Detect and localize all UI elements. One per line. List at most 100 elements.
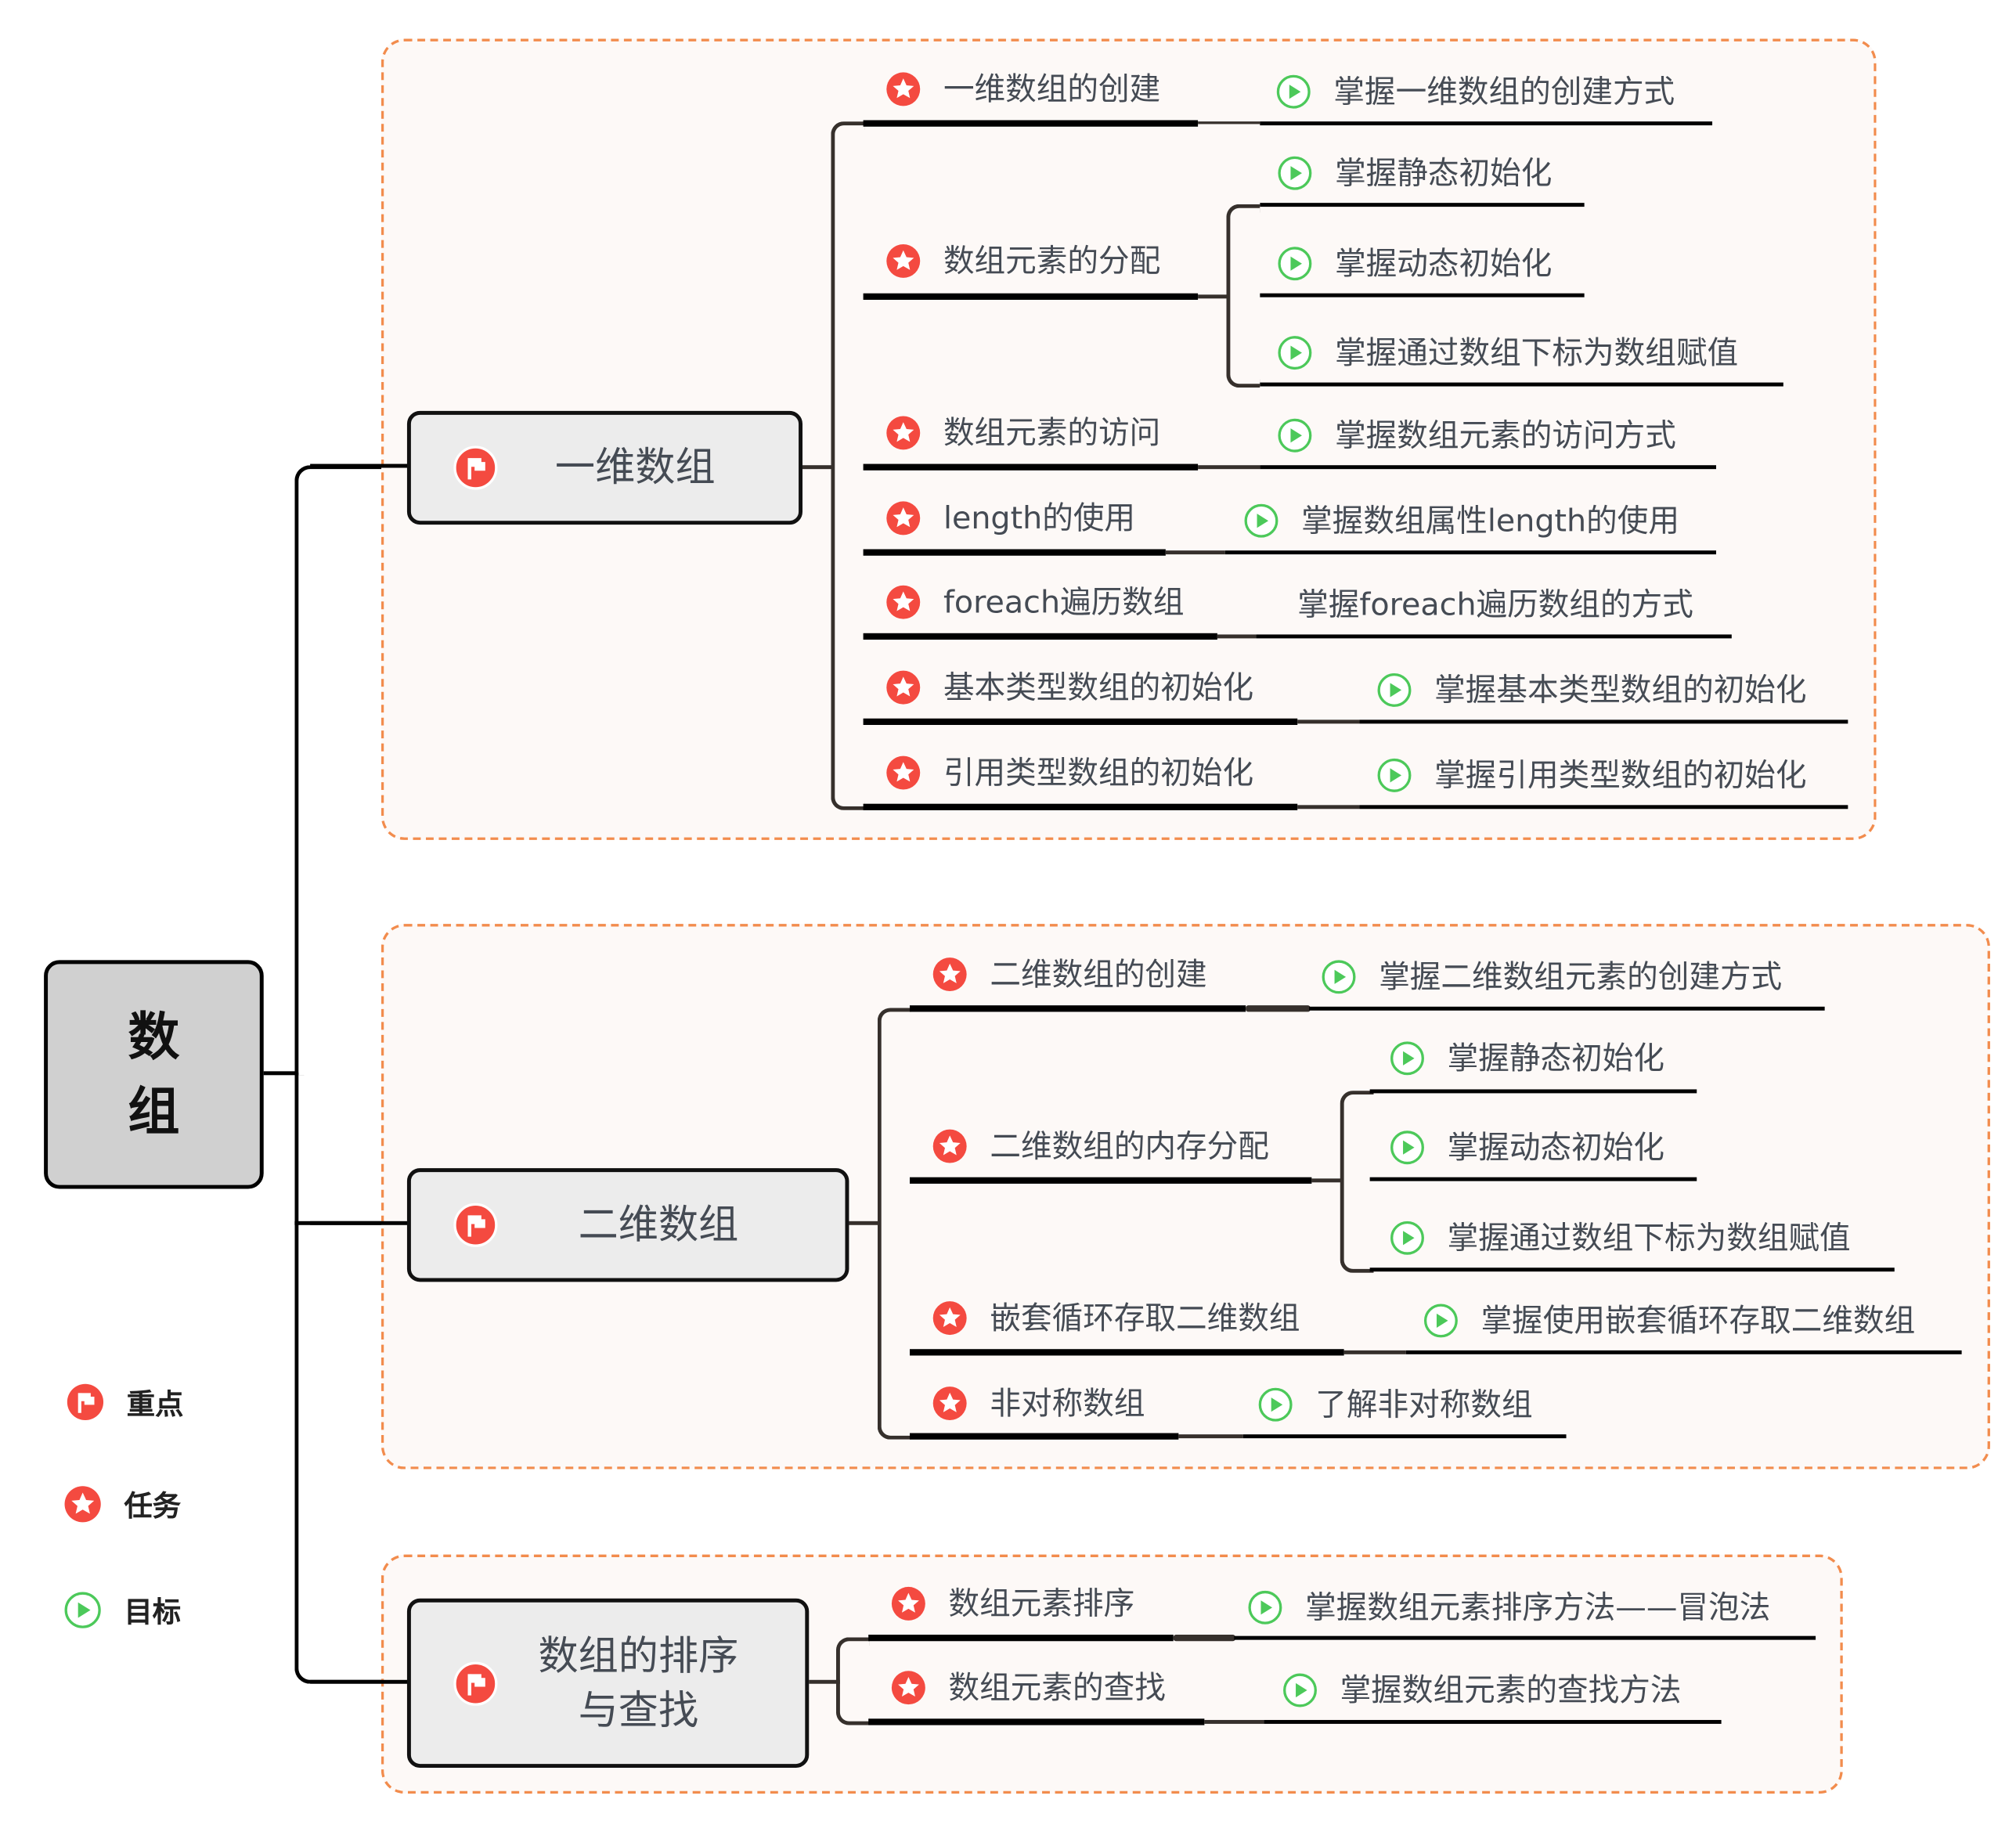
trunk-tick-3	[310, 1679, 411, 1684]
legend-item-key-point: 重点	[67, 1381, 184, 1423]
task-label[interactable]: length的使用	[943, 499, 1136, 536]
task-label[interactable]: 数组元素的查找	[948, 1669, 1166, 1706]
play-icon	[1278, 156, 1312, 190]
task-goal-connector	[1297, 719, 1360, 724]
task-underline	[863, 803, 1298, 810]
play-icon	[1283, 1673, 1317, 1707]
goal-underline	[1359, 719, 1848, 724]
task-label[interactable]: 基本类型数组的初始化	[943, 669, 1254, 706]
task-underline	[868, 1718, 1205, 1725]
goal-underline	[1260, 382, 1783, 387]
star-icon	[932, 957, 967, 992]
task-underline	[910, 1349, 1344, 1356]
task-label[interactable]: 非对称数组	[990, 1385, 1145, 1422]
task-label[interactable]: 数组元素的分配	[943, 243, 1161, 279]
task-goal-connector	[1246, 1005, 1311, 1012]
goal-label[interactable]: 掌握动态初始化	[1447, 1129, 1664, 1166]
task-goal-connector	[1217, 634, 1257, 639]
topic3-connector	[809, 1679, 840, 1684]
section1-inner-bracket	[1226, 204, 1260, 388]
goal-label[interactable]: 掌握一维数组的创建方式	[1333, 74, 1675, 110]
task-underline	[910, 1177, 1312, 1184]
star-icon	[886, 243, 921, 278]
star-icon	[891, 1586, 925, 1621]
task-goal-connector	[1198, 465, 1260, 470]
topic-node-one-dimensional[interactable]: 一维数组	[406, 410, 803, 525]
task-label[interactable]: 引用类型数组的初始化	[943, 754, 1254, 792]
goal-underline	[1359, 805, 1848, 810]
play-icon	[1423, 1304, 1458, 1338]
trunk-connector-mid	[263, 1071, 298, 1076]
goal-label[interactable]: 掌握二维数组元素的创建方式	[1379, 958, 1783, 995]
flag-icon	[453, 445, 498, 490]
task-underline	[910, 1005, 1246, 1012]
goal-underline	[1234, 1635, 1816, 1640]
goal-label[interactable]: 掌握数组元素的访问方式	[1335, 417, 1676, 454]
goal-label[interactable]: 掌握数组元素的查找方法	[1340, 1671, 1682, 1709]
legend-item-goal: 目标	[64, 1589, 182, 1631]
task-underline	[863, 293, 1199, 300]
task-underline	[863, 120, 1199, 127]
task-label[interactable]: 一维数组的创建	[943, 70, 1161, 107]
task-underline	[910, 1433, 1179, 1440]
goal-label[interactable]: 掌握通过数组下标为数组赋值	[1335, 334, 1739, 371]
task-underline	[868, 1635, 1174, 1642]
goal-underline	[1369, 1267, 1895, 1272]
task-underline	[863, 633, 1217, 640]
star-icon	[932, 1386, 967, 1421]
legend-label: 目标	[124, 1597, 182, 1630]
task-goal-connector	[1165, 550, 1225, 555]
goal-label[interactable]: 掌握静态初始化	[1335, 155, 1553, 192]
section1-bracket	[831, 121, 865, 810]
goal-underline	[1260, 465, 1716, 470]
star-icon	[886, 501, 921, 535]
goal-label[interactable]: 掌握通过数组下标为数组赋值	[1447, 1220, 1851, 1257]
play-icon	[64, 1592, 101, 1628]
goal-label[interactable]: 掌握数组元素排序方法——冒泡法	[1305, 1589, 1771, 1626]
task-label[interactable]: 数组元素排序	[948, 1585, 1135, 1622]
goal-label[interactable]: 掌握引用类型数组的初始化	[1434, 757, 1807, 794]
root-node[interactable]: 数组	[44, 960, 264, 1189]
goal-label[interactable]: 了解非对称数组	[1315, 1386, 1533, 1423]
task-goal-connector	[1204, 1719, 1264, 1724]
goal-underline	[1260, 121, 1713, 126]
play-icon	[1390, 1130, 1424, 1165]
root-label: 数组	[128, 1007, 180, 1142]
goal-underline	[1260, 203, 1585, 207]
goal-label[interactable]: 掌握foreach遍历数组的方式	[1297, 586, 1693, 623]
task-label[interactable]: foreach遍历数组	[943, 584, 1185, 621]
flag-icon	[453, 1661, 498, 1705]
goal-label[interactable]: 掌握基本类型数组的初始化	[1434, 672, 1807, 709]
flag-icon	[67, 1383, 104, 1421]
star-icon	[886, 755, 921, 790]
task-label[interactable]: 数组元素的访问	[943, 414, 1161, 452]
task-goal-connector	[1178, 1434, 1243, 1439]
topic1-connector	[802, 465, 834, 470]
goal-underline	[1264, 1719, 1722, 1724]
play-icon	[1322, 960, 1356, 994]
goal-label[interactable]: 掌握静态初始化	[1447, 1040, 1664, 1076]
legend-label: 重点	[126, 1389, 184, 1422]
task-goal-connector	[1297, 805, 1360, 810]
goal-underline	[1260, 293, 1585, 297]
goal-label[interactable]: 掌握数组属性length的使用	[1301, 503, 1679, 539]
task-label[interactable]: 二维数组的创建	[990, 956, 1207, 993]
star-icon	[64, 1486, 101, 1523]
section2-bracket	[877, 1008, 911, 1440]
play-icon	[1248, 1590, 1282, 1624]
task-goal-connector	[1173, 1635, 1235, 1642]
play-icon	[1390, 1221, 1424, 1255]
play-icon	[1390, 1041, 1424, 1076]
star-icon	[932, 1129, 967, 1163]
goal-label[interactable]: 掌握动态初始化	[1335, 245, 1553, 282]
task-underline	[863, 463, 1199, 471]
topic-label: 数组的排序 与查找	[497, 1629, 805, 1738]
topic-node-two-dimensional[interactable]: 二维数组	[406, 1168, 849, 1282]
trunk-tick-2	[310, 1221, 411, 1225]
task-label[interactable]: 二维数组的内存分配	[990, 1127, 1269, 1165]
task-label[interactable]: 嵌套循环存取二维数组	[990, 1300, 1300, 1336]
goal-label[interactable]: 掌握使用嵌套循环存取二维数组	[1480, 1302, 1916, 1340]
star-icon	[891, 1671, 925, 1705]
topic-node-sort-search[interactable]: 数组的排序 与查找	[406, 1598, 810, 1769]
